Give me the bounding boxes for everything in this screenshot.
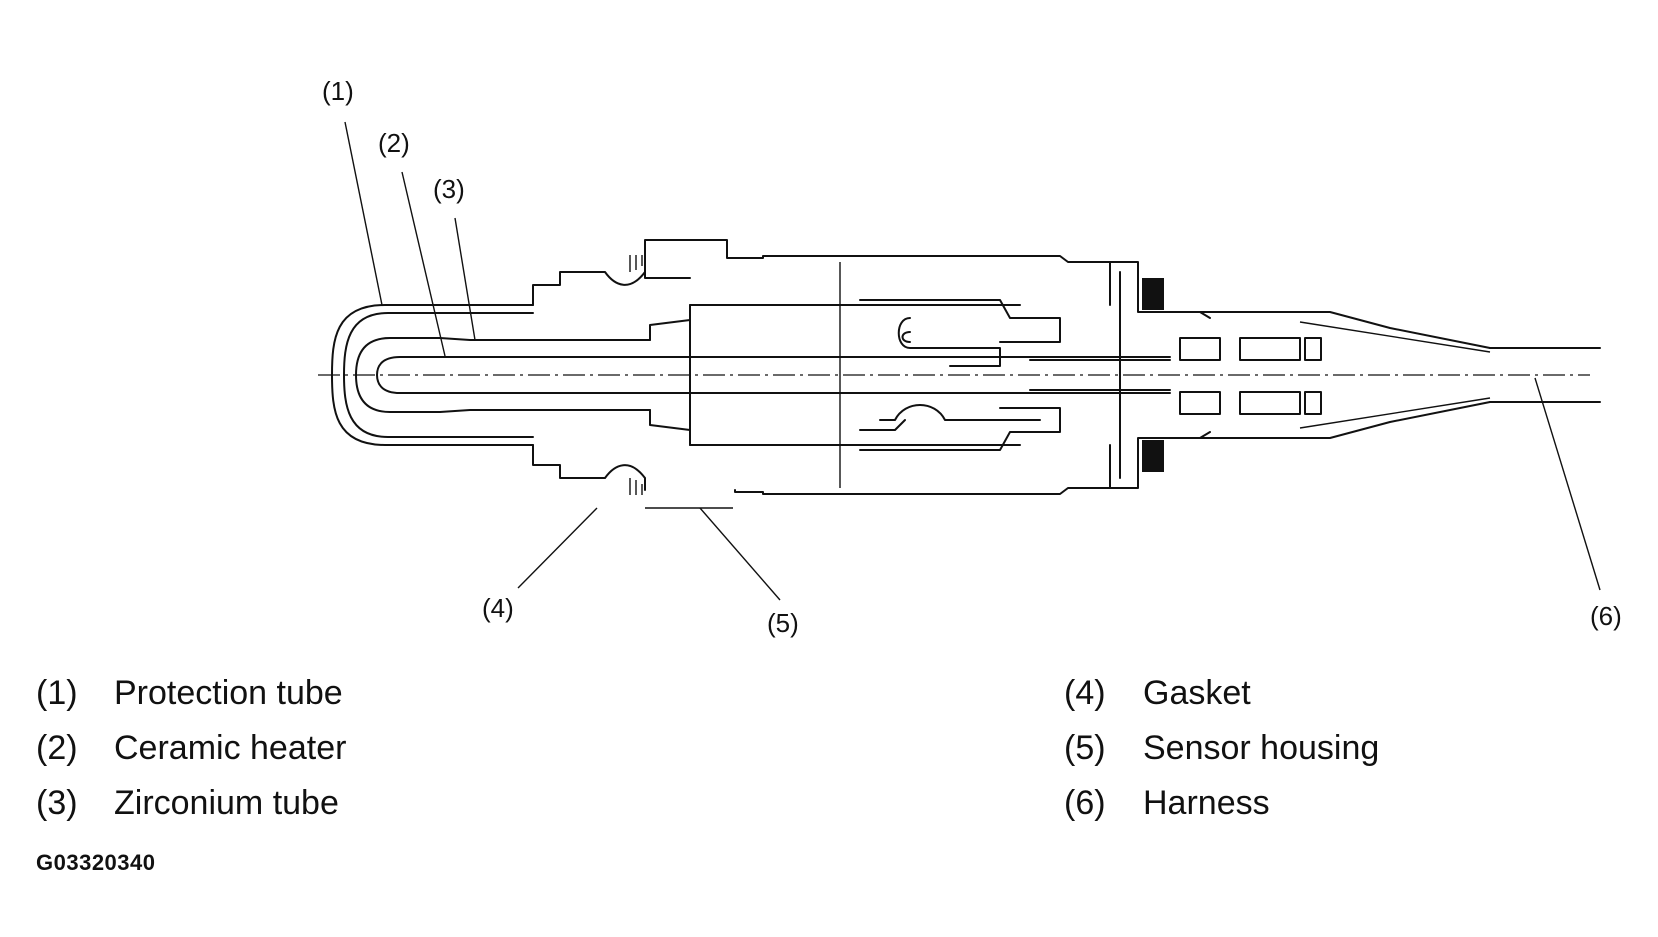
callout-6: (6) — [1590, 601, 1622, 631]
legend-num-5: (5) — [1064, 729, 1106, 767]
gasket-shape — [1109, 261, 1211, 489]
legend-num-1: (1) — [36, 674, 78, 712]
protection-tube-shape — [331, 304, 534, 446]
legend-text-6: Harness — [1143, 784, 1270, 822]
callout-1: (1) — [322, 76, 354, 106]
legend-text-3: Zirconium tube — [114, 784, 339, 822]
callout-3: (3) — [433, 174, 465, 204]
legend-text-1: Protection tube — [114, 674, 343, 712]
legend-text-5: Sensor housing — [1143, 729, 1380, 767]
zirconium-tube-shape — [355, 337, 651, 413]
leader-lines — [344, 121, 1601, 601]
callout-5: (5) — [767, 608, 799, 638]
harness-shape — [1489, 347, 1601, 403]
callout-2: (2) — [378, 128, 410, 158]
legend-text-2: Ceramic heater — [114, 729, 347, 767]
legend-text-4: Gasket — [1143, 674, 1251, 712]
sensor-housing-shape — [532, 239, 1171, 495]
connector-boot-shape — [1169, 311, 1491, 439]
callout-4: (4) — [482, 593, 514, 623]
legend-num-4: (4) — [1064, 674, 1106, 712]
ceramic-heater-shape — [376, 356, 1171, 394]
figure-id: G03320340 — [36, 850, 156, 875]
legend-num-2: (2) — [36, 729, 78, 767]
legend-num-3: (3) — [36, 784, 78, 822]
legend-num-6: (6) — [1064, 784, 1106, 822]
